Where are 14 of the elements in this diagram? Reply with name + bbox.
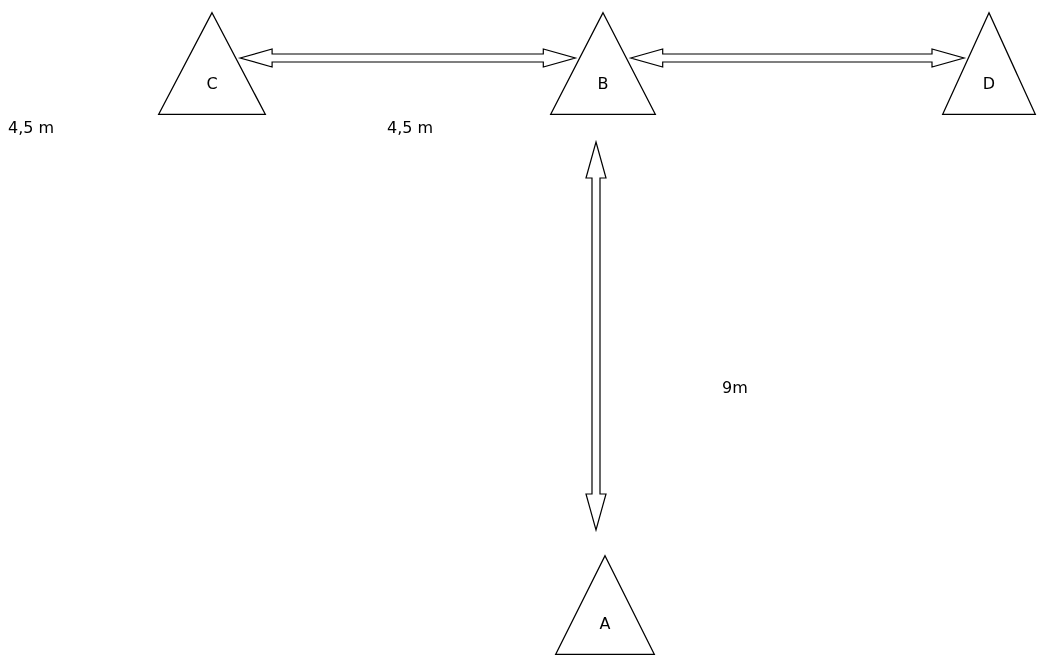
triangle-marker: [157, 11, 267, 115]
double-arrow: [628, 48, 967, 68]
distance-label: 9m: [722, 378, 748, 397]
double-arrow: [237, 48, 578, 68]
point-label: D: [982, 74, 996, 93]
triangle-marker: [554, 554, 656, 655]
distance-label: 4,5 m: [387, 118, 434, 137]
distance-label: 4,5 m: [8, 118, 55, 137]
triangle-marker: [549, 11, 657, 115]
point-label: A: [599, 614, 611, 633]
double-arrow: [585, 139, 607, 533]
point-label: C: [206, 74, 218, 93]
triangle-marker: [941, 11, 1037, 115]
point-label: B: [597, 74, 609, 93]
